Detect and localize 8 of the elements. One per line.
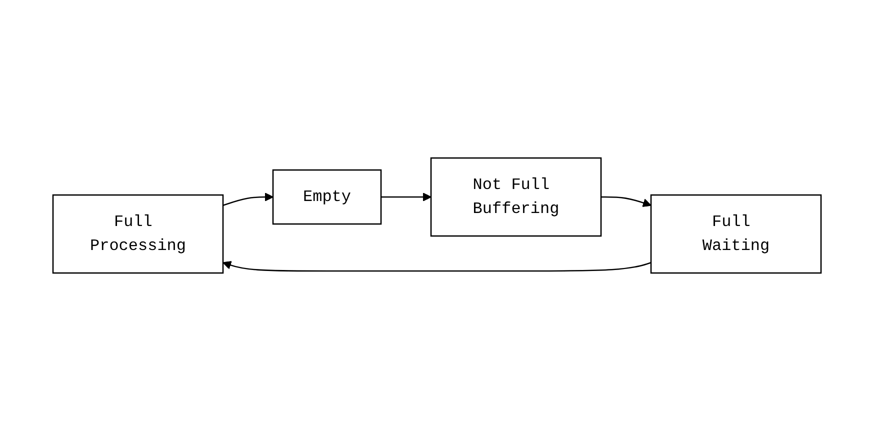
arrow [382, 192, 432, 201]
arrow [602, 196, 652, 207]
node-box: Full Processing [52, 194, 224, 274]
node-box: Full Waiting [650, 194, 822, 274]
arrow [223, 192, 274, 206]
node-box: Empty [272, 168, 382, 224]
arrow [223, 260, 652, 272]
node-box: Not Full Buffering [430, 156, 602, 236]
